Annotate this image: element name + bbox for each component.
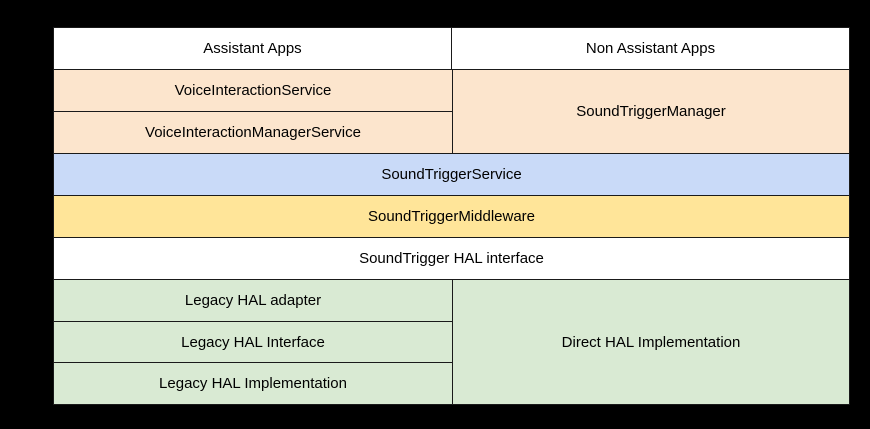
cell-sound-trigger-manager: SoundTriggerManager <box>453 70 849 153</box>
cell-assistant-apps: Assistant Apps <box>54 28 452 70</box>
cell-voice-interaction-manager-service: VoiceInteractionManagerService <box>54 111 452 153</box>
diagram-row-hal-group: Legacy HAL adapter Legacy HAL Interface … <box>54 280 849 404</box>
cell-sound-trigger-service: SoundTriggerService <box>54 153 849 195</box>
sound-trigger-stack-diagram: Assistant Apps Non Assistant Apps VoiceI… <box>53 27 850 405</box>
cell-sound-trigger-middleware: SoundTriggerMiddleware <box>54 195 849 238</box>
cell-sound-trigger-hal-interface: SoundTrigger HAL interface <box>54 238 849 280</box>
voice-interaction-column: VoiceInteractionService VoiceInteraction… <box>54 70 453 153</box>
cell-non-assistant-apps: Non Assistant Apps <box>452 28 849 70</box>
cell-legacy-hal-implementation: Legacy HAL Implementation <box>54 363 452 404</box>
diagram-row-sound-trigger-hal-interface: SoundTrigger HAL interface <box>54 238 849 281</box>
cell-direct-hal-implementation: Direct HAL Implementation <box>453 280 849 404</box>
diagram-row-voice-interaction-group: VoiceInteractionService VoiceInteraction… <box>54 70 849 154</box>
diagram-row-sound-trigger-service: SoundTriggerService <box>54 153 849 196</box>
cell-voice-interaction-service: VoiceInteractionService <box>54 70 452 112</box>
cell-legacy-hal-interface: Legacy HAL Interface <box>54 321 452 364</box>
diagram-row-sound-trigger-middleware: SoundTriggerMiddleware <box>54 195 849 239</box>
cell-legacy-hal-adapter: Legacy HAL adapter <box>54 280 452 322</box>
legacy-hal-column: Legacy HAL adapter Legacy HAL Interface … <box>54 280 453 404</box>
diagram-row-headers: Assistant Apps Non Assistant Apps <box>54 28 849 71</box>
